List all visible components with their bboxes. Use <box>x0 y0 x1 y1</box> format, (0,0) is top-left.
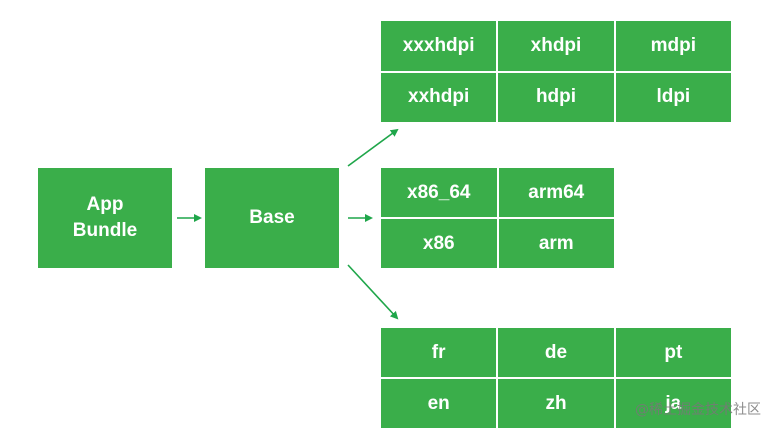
arrow-base-to-density <box>347 128 399 167</box>
abi-grid: x86_64 arm64 x86 arm <box>381 168 614 268</box>
abi-cell: arm <box>498 219 614 268</box>
language-cell: zh <box>498 379 614 428</box>
density-cell: hdpi <box>498 72 614 122</box>
app-bundle-label-line2: Bundle <box>72 220 138 241</box>
abi-cell: x86_64 <box>381 168 497 217</box>
density-grid: xxxhdpi xhdpi mdpi xxhdpi hdpi ldpi <box>381 21 731 122</box>
density-cell: mdpi <box>615 21 731 71</box>
language-cell: fr <box>381 328 497 377</box>
base-box: Base <box>205 168 339 268</box>
language-grid: fr de pt en zh ja <box>381 328 731 428</box>
language-cell: pt <box>615 328 731 377</box>
language-cell: en <box>381 379 497 428</box>
base-label: Base <box>249 207 295 228</box>
arrow-base-to-language <box>347 264 399 320</box>
density-cell: xxxhdpi <box>381 21 497 71</box>
density-cell: xhdpi <box>498 21 614 71</box>
abi-cell: x86 <box>381 219 497 268</box>
language-cell: de <box>498 328 614 377</box>
watermark: @稀土掘金技术社区 <box>635 402 761 418</box>
density-cell: xxhdpi <box>381 72 497 122</box>
density-cell: ldpi <box>615 72 731 122</box>
abi-cell: arm64 <box>498 168 614 217</box>
app-bundle-label-line1: App <box>86 194 124 215</box>
app-bundle-box: App Bundle <box>38 168 172 268</box>
language-cell: ja <box>615 379 731 428</box>
